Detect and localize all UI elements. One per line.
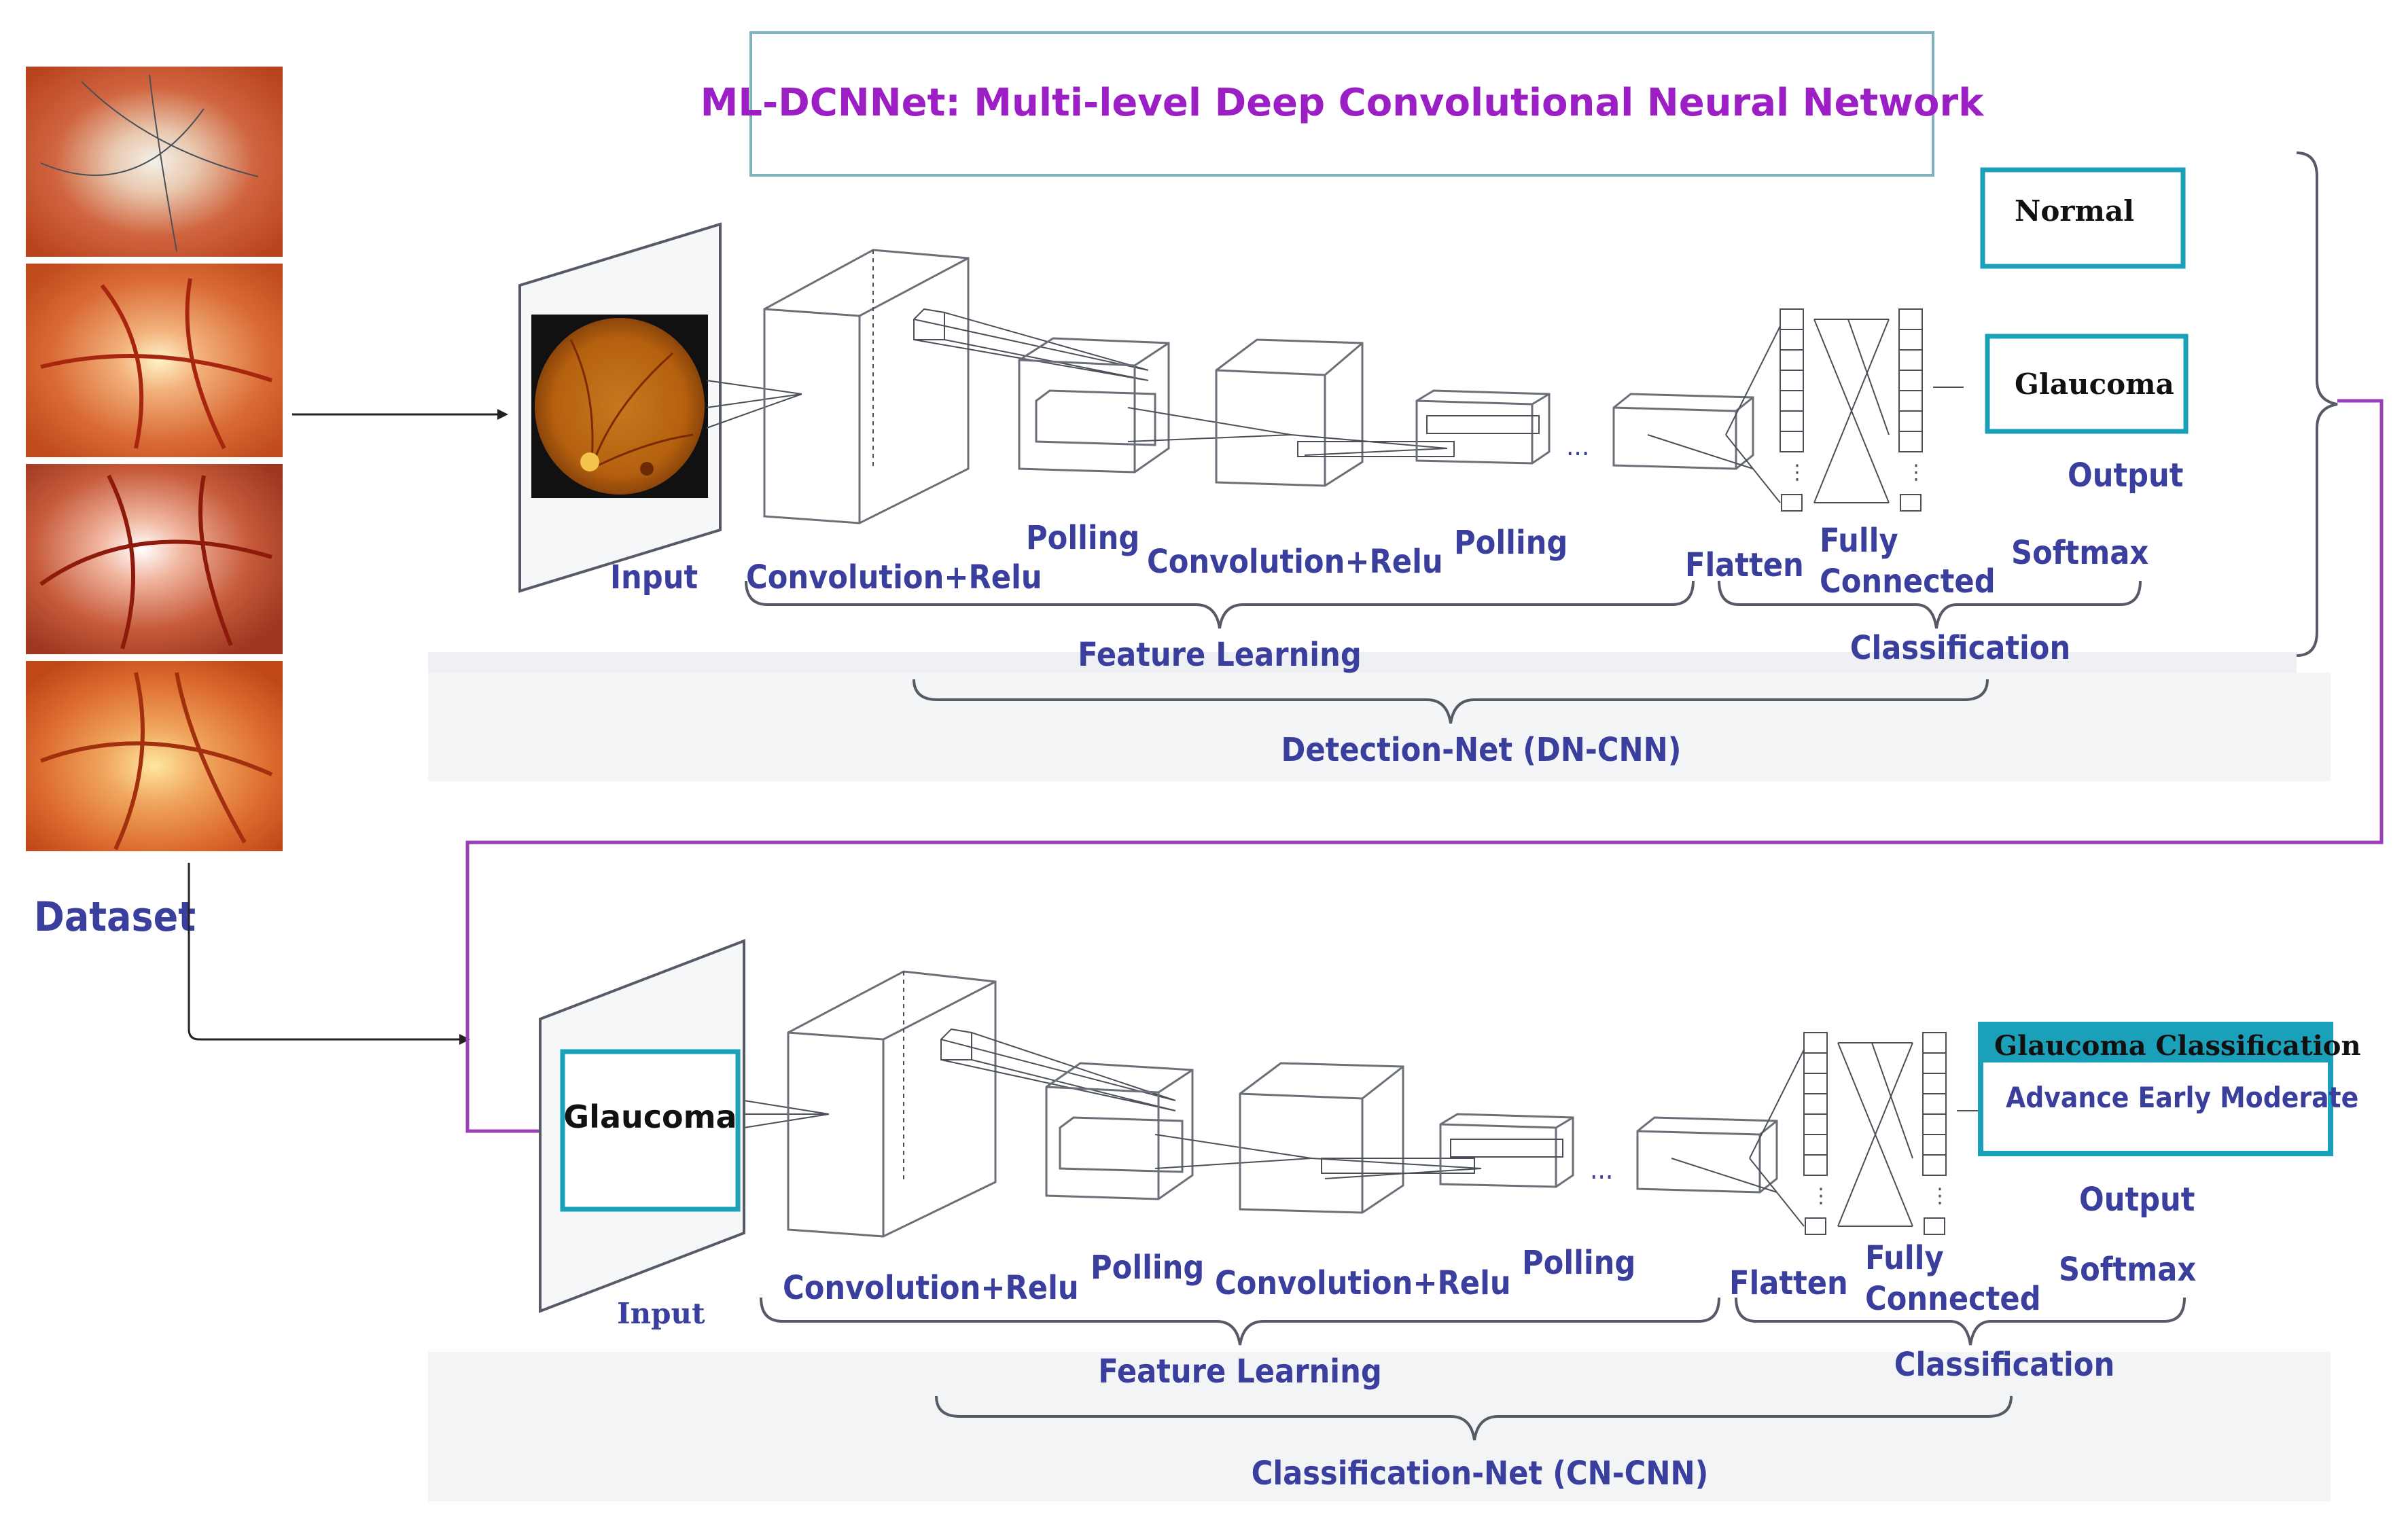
cn-output-header bbox=[1983, 1027, 2328, 1062]
cn-net-brace bbox=[935, 1395, 2013, 1441]
dn-pool-block-1 bbox=[1018, 337, 1170, 474]
dn-right-brace bbox=[2296, 151, 2338, 657]
dn-label-conv2: Convolution+Relu bbox=[1147, 543, 1443, 581]
dn-output-glaucoma: Glaucoma bbox=[2015, 368, 2174, 401]
fundus-image-1 bbox=[26, 67, 283, 257]
cn-fc-layer-2: ⋮ bbox=[1922, 1032, 1950, 1235]
dn-label-connected: Connected bbox=[1820, 562, 1996, 601]
classification-net: Glaucoma bbox=[539, 939, 2361, 1493]
detection-panel-bottom bbox=[428, 673, 2331, 781]
dn-label-output: Output bbox=[2068, 457, 2183, 495]
dn-label-softmax: Softmax bbox=[2011, 534, 2148, 572]
dn-label-pool1: Polling bbox=[1026, 519, 1139, 557]
detection-net: ... ⋮ ⋮ Normal G bbox=[518, 151, 2338, 769]
dn-net-brace bbox=[913, 679, 1989, 724]
dataset-images bbox=[26, 67, 283, 851]
cn-pool-block-2 bbox=[1439, 1113, 1574, 1188]
diagram-title: ML-DCNNet: Multi-level Deep Convolutiona… bbox=[701, 81, 1985, 125]
cn-ellipsis: ... bbox=[1590, 1154, 1613, 1185]
dn-conv-block-2 bbox=[1215, 338, 1364, 487]
cn-input-glaucoma: Glaucoma bbox=[563, 1099, 737, 1135]
cn-feature-learning: Feature Learning bbox=[1098, 1353, 1381, 1391]
cn-label-fully: Fully bbox=[1865, 1239, 1944, 1277]
dn-output-normal: Normal bbox=[2015, 194, 2134, 228]
cn-label-connected: Connected bbox=[1865, 1280, 2041, 1318]
cn-classification-brace bbox=[1735, 1297, 2186, 1346]
dn-label-flatten: Flatten bbox=[1685, 546, 1804, 584]
dn-classification-brace bbox=[1718, 580, 2142, 629]
cn-fc-layer-1: ⋮ bbox=[1803, 1032, 1831, 1235]
dn-label-fully: Fully bbox=[1820, 522, 1898, 560]
cn-conv-block-2 bbox=[1239, 1062, 1404, 1214]
dn-feature-learning-brace bbox=[745, 580, 1695, 629]
dn-net-name: Detection-Net (DN-CNN) bbox=[1281, 731, 1682, 769]
dn-flatten-block bbox=[1612, 393, 1754, 470]
fundus-image-4 bbox=[26, 661, 283, 851]
cn-label-conv2: Convolution+Relu bbox=[1215, 1264, 1511, 1302]
cn-feature-learning-brace bbox=[760, 1297, 1720, 1346]
dn-classification: Classification bbox=[1850, 629, 2070, 667]
dn-label-pool2: Polling bbox=[1454, 524, 1568, 562]
title-box bbox=[749, 31, 1934, 177]
cn-conv-block-1 bbox=[787, 970, 997, 1238]
svg-text:⋮: ⋮ bbox=[1811, 1184, 1831, 1208]
cn-classification: Classification bbox=[1894, 1346, 2114, 1384]
cn-label-input: Input bbox=[617, 1297, 705, 1330]
cn-label-softmax: Softmax bbox=[2059, 1251, 2196, 1289]
dataset-label: Dataset bbox=[34, 893, 196, 941]
cn-net-name: Classification-Net (CN-CNN) bbox=[1252, 1454, 1709, 1493]
cn-label-flatten: Flatten bbox=[1729, 1264, 1848, 1302]
dn-ellipsis: ... bbox=[1566, 431, 1589, 462]
dn-output-glaucoma-box bbox=[1985, 334, 2189, 434]
cn-output-title: Glaucoma Classification bbox=[1994, 1030, 2361, 1062]
dn-pool-block-2 bbox=[1415, 389, 1551, 465]
svg-text:⋮: ⋮ bbox=[1787, 461, 1807, 484]
dn-label-input: Input bbox=[610, 558, 698, 596]
cn-label-output: Output bbox=[2079, 1181, 2195, 1219]
cn-pool-block-1 bbox=[1045, 1062, 1194, 1200]
cn-flatten-block bbox=[1636, 1116, 1778, 1194]
dn-conv-block-1 bbox=[763, 249, 970, 524]
dn-fc-layer-1: ⋮ bbox=[1780, 308, 1807, 512]
dn-to-cn-connector bbox=[465, 399, 2384, 1133]
svg-text:⋮: ⋮ bbox=[1930, 1184, 1950, 1208]
detection-panel-bg bbox=[428, 652, 2297, 676]
fundus-image-3 bbox=[26, 464, 283, 654]
dn-output-normal-box bbox=[1980, 167, 2186, 269]
svg-text:⋮: ⋮ bbox=[1906, 461, 1926, 484]
dataset-to-cn-arrow bbox=[188, 863, 470, 1045]
dn-feature-learning: Feature Learning bbox=[1078, 636, 1361, 674]
dn-fc-layer-2: ⋮ bbox=[1898, 308, 1926, 512]
dataset-to-dn-arrow bbox=[292, 409, 508, 420]
cn-label-pool1: Polling bbox=[1091, 1249, 1204, 1287]
dn-input-retina bbox=[535, 318, 705, 495]
cn-label-pool2: Polling bbox=[1522, 1244, 1635, 1282]
cn-label-conv1: Convolution+Relu bbox=[783, 1269, 1079, 1307]
classification-panel-bg bbox=[428, 1352, 2331, 1501]
cn-output-classes: Advance Early Moderate bbox=[2006, 1081, 2358, 1114]
dn-label-conv1: Convolution+Relu bbox=[746, 558, 1042, 596]
cn-input-glaucoma-box bbox=[560, 1049, 741, 1212]
